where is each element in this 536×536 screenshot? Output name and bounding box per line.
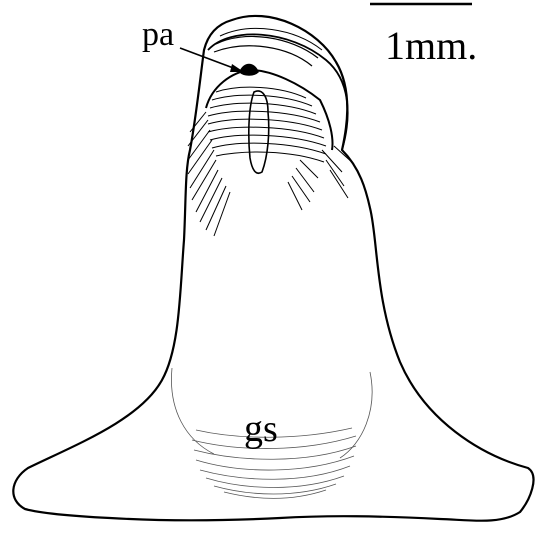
orifice-outline bbox=[206, 70, 333, 150]
apical-lobe bbox=[208, 34, 348, 150]
lobe-inner-line bbox=[214, 46, 312, 66]
papilla bbox=[240, 65, 258, 76]
scale-label: 1mm. bbox=[385, 26, 477, 66]
label-gs: gs bbox=[244, 410, 278, 448]
label-pa: pa bbox=[142, 18, 174, 52]
